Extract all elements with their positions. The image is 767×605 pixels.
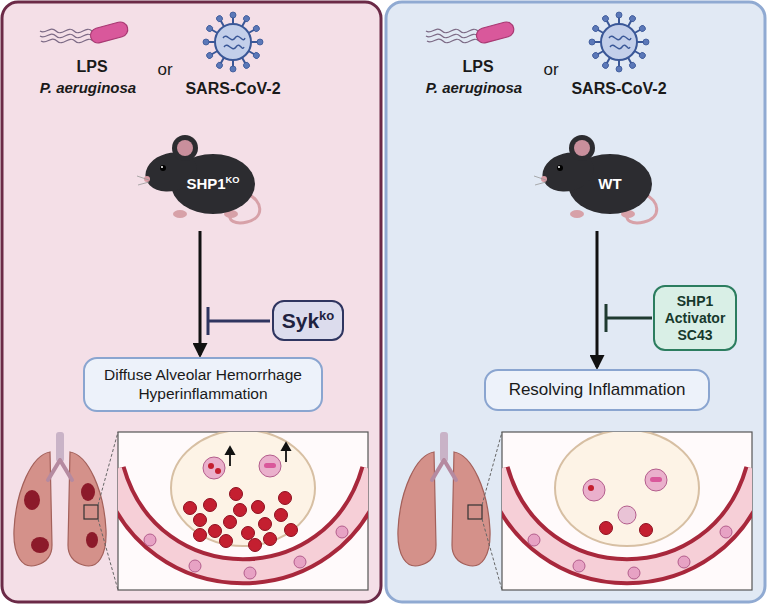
bacterium-icon — [426, 20, 515, 44]
mouse-label: WT — [598, 175, 621, 192]
pathogen-label: LPS — [76, 58, 107, 76]
outcome-box: Resolving Inflammation — [484, 369, 710, 411]
zoom-lines — [482, 432, 502, 590]
mouse-illustration — [532, 122, 662, 228]
node-text: SHP1 Activator SC43 — [665, 293, 726, 343]
virus-icon — [589, 12, 649, 72]
node-text: Resolving Inflammation — [509, 380, 686, 399]
wildtype-mouse: WT — [532, 122, 662, 228]
right-panel — [386, 2, 765, 602]
activator-box: SHP1 Activator SC43 — [653, 285, 737, 351]
inhibition-bar — [208, 307, 270, 335]
pathway-arrow — [596, 231, 599, 367]
superscript-text: ko — [319, 308, 334, 323]
node-text: Diffuse Alveolar Hemorrhage Hyperinflamm… — [104, 366, 302, 402]
node-text: WT — [598, 175, 621, 192]
mouse-label: SHP1KO — [186, 175, 239, 192]
node-text: Syk — [282, 309, 319, 332]
superscript-text: KO — [226, 175, 240, 185]
conjunction-label: or — [157, 60, 172, 80]
healthy-lung-illustration — [398, 432, 490, 566]
injured-lung-illustration — [14, 432, 106, 566]
hemorrhage-alveolus-inset — [112, 430, 374, 590]
left-panel — [2, 2, 381, 602]
node-text: SHP1 — [186, 175, 225, 192]
bacterium-icon — [40, 20, 129, 44]
outcome-box: Diffuse Alveolar Hemorrhage Hyperinflamm… — [83, 357, 323, 412]
pathogen-label: P. aeruginosa — [40, 79, 136, 96]
conjunction-label: or — [543, 60, 558, 80]
pathogen-label: SARS-CoV-2 — [571, 80, 666, 98]
resolving-alveolus-inset — [496, 430, 758, 590]
inhibition-bar — [606, 304, 652, 332]
zoom-lines — [98, 432, 118, 590]
pathogen-label: LPS — [462, 58, 493, 76]
pathogen-label: P. aeruginosa — [426, 79, 522, 96]
virus-icon — [203, 12, 263, 72]
inhibitor-box: Sykko — [272, 300, 344, 341]
knockout-mouse: SHP1KO — [135, 122, 265, 228]
pathway-arrow — [199, 231, 202, 355]
pathogen-label: SARS-CoV-2 — [185, 80, 280, 98]
